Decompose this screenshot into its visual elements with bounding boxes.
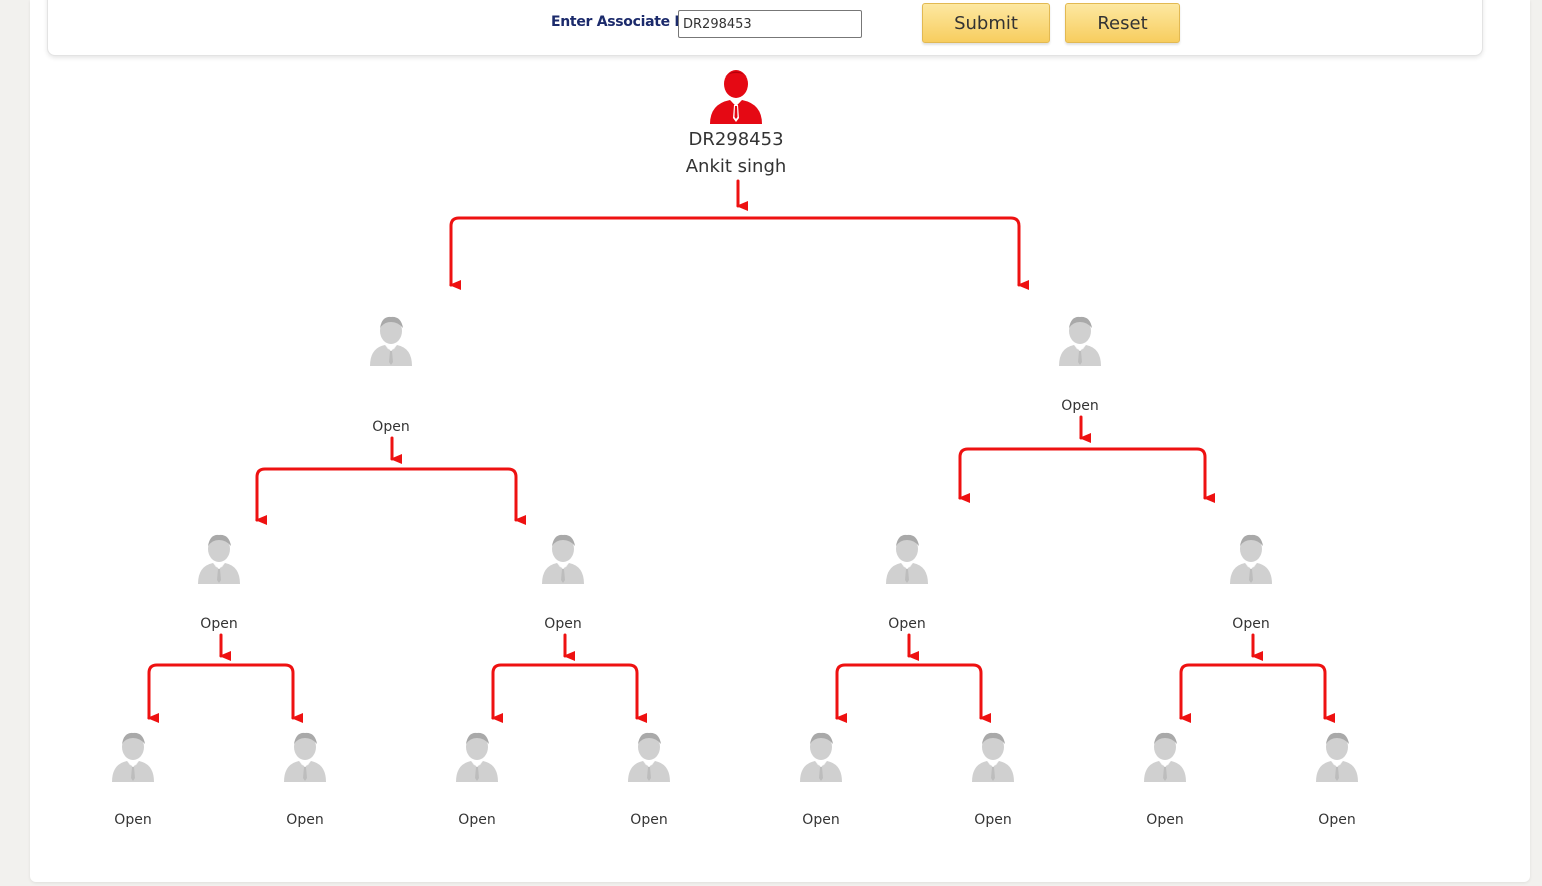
node-status: Open <box>372 419 410 435</box>
left-bracket <box>255 467 526 525</box>
root-associate-id[interactable]: DR298453 <box>688 129 784 150</box>
user-gray-icon[interactable] <box>798 732 844 784</box>
node-status: Open <box>630 812 668 828</box>
node-status: Open <box>114 812 152 828</box>
l2-bracket-2 <box>491 663 647 723</box>
root-user-red-icon[interactable] <box>708 68 764 126</box>
root-bracket <box>449 216 1029 290</box>
reset-button[interactable]: Reset <box>1065 3 1180 43</box>
node-status: Open <box>458 812 496 828</box>
node-status: Open <box>888 616 926 632</box>
user-gray-icon[interactable] <box>1057 316 1103 368</box>
node-status: Open <box>544 616 582 632</box>
user-gray-icon[interactable] <box>368 316 414 368</box>
user-gray-icon[interactable] <box>454 732 500 784</box>
user-gray-icon[interactable] <box>1142 732 1188 784</box>
node-status: Open <box>1318 812 1356 828</box>
user-gray-icon[interactable] <box>1228 534 1274 586</box>
associate-id-input[interactable] <box>678 10 862 38</box>
page-card <box>30 0 1530 882</box>
user-gray-icon[interactable] <box>110 732 156 784</box>
associate-id-label: Enter Associate ID <box>551 14 691 30</box>
root-associate-name: Ankit singh <box>685 156 787 177</box>
right-bracket <box>958 447 1215 503</box>
user-gray-icon[interactable] <box>196 534 242 586</box>
l2-bracket-3 <box>835 663 991 723</box>
user-gray-icon[interactable] <box>1314 732 1360 784</box>
l2-bracket-1 <box>147 663 303 723</box>
node-status: Open <box>974 812 1012 828</box>
node-status: Open <box>802 812 840 828</box>
user-gray-icon[interactable] <box>970 732 1016 784</box>
user-gray-icon[interactable] <box>626 732 672 784</box>
user-gray-icon[interactable] <box>884 534 930 586</box>
node-status: Open <box>200 616 238 632</box>
node-status: Open <box>1146 812 1184 828</box>
node-status: Open <box>286 812 324 828</box>
submit-button[interactable]: Submit <box>922 3 1050 43</box>
l2-bracket-4 <box>1179 663 1335 723</box>
user-gray-icon[interactable] <box>540 534 586 586</box>
user-gray-icon[interactable] <box>282 732 328 784</box>
node-status: Open <box>1061 398 1099 414</box>
node-status: Open <box>1232 616 1270 632</box>
